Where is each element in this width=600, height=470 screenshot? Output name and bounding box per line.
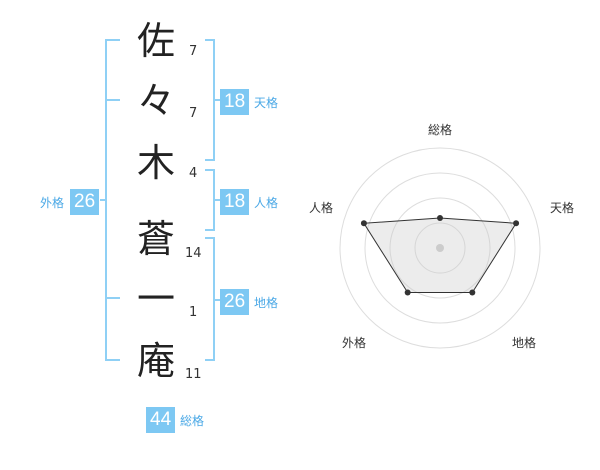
tenkaku-label: 天格	[254, 96, 279, 110]
name-char-5: 一	[136, 277, 175, 321]
jinkaku-label: 人格	[254, 196, 279, 210]
radar-label-chikaku: 地格	[512, 336, 537, 350]
radar-ring-4	[339, 147, 541, 349]
radar-point-left	[360, 220, 367, 227]
radar-ring-3	[364, 172, 516, 324]
radar-point-bottom_left	[404, 289, 411, 296]
radar-label-jinkaku: 人格	[309, 201, 334, 215]
radar-label-soukaku: 総格	[428, 123, 453, 137]
radar-point-bottom_right	[469, 289, 476, 296]
radar-point-right	[513, 220, 520, 227]
name-char-4: 蒼	[136, 217, 175, 261]
chikaku-label: 地格	[254, 296, 279, 310]
name-char-1: 佐	[136, 19, 175, 63]
soukaku-label: 総格	[180, 414, 205, 428]
chikaku-value: 26	[220, 289, 250, 315]
radar-ring-2	[389, 197, 491, 299]
stroke-count-1: 7	[189, 44, 198, 59]
gaikaku-value: 26	[70, 189, 100, 215]
name-char-2: 々	[136, 79, 175, 123]
tenkaku-value: 18	[220, 89, 250, 115]
soukaku-value: 44	[146, 407, 176, 433]
radar-point-top	[437, 215, 443, 221]
name-char-6: 庵	[136, 339, 175, 383]
gaikaku-label: 外格	[40, 196, 65, 210]
stroke-count-2: 7	[189, 106, 198, 121]
radar-ring-1	[414, 222, 466, 274]
stroke-count-5: 1	[189, 305, 198, 320]
radar-label-gaikaku: 外格	[342, 336, 367, 350]
stroke-count-4: 14	[185, 246, 202, 261]
stroke-count-6: 11	[185, 367, 202, 382]
name-char-3: 木	[136, 141, 175, 185]
stroke-count-3: 4	[189, 166, 198, 181]
radar-center-dot	[436, 244, 444, 252]
jinkaku-value: 18	[220, 189, 250, 215]
radar-label-tenkaku: 天格	[550, 201, 575, 215]
radar-polygon	[363, 217, 517, 293]
